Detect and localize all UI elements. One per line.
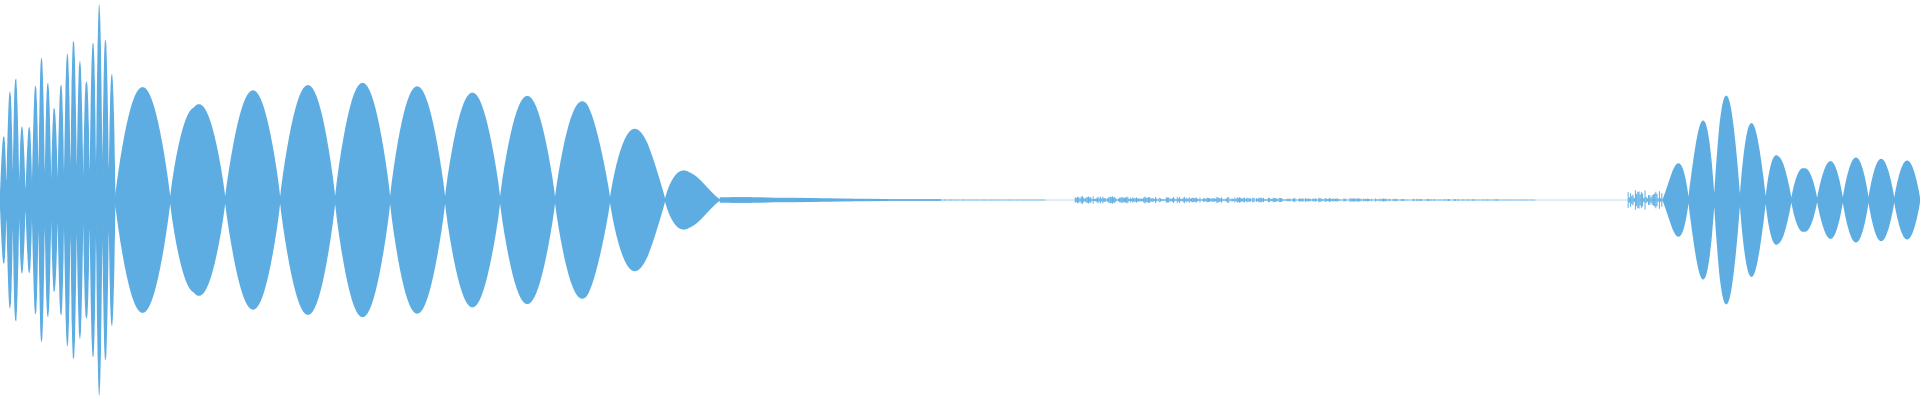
- waveform-graphic: [0, 4, 1920, 396]
- audio-waveform: [0, 4, 1920, 396]
